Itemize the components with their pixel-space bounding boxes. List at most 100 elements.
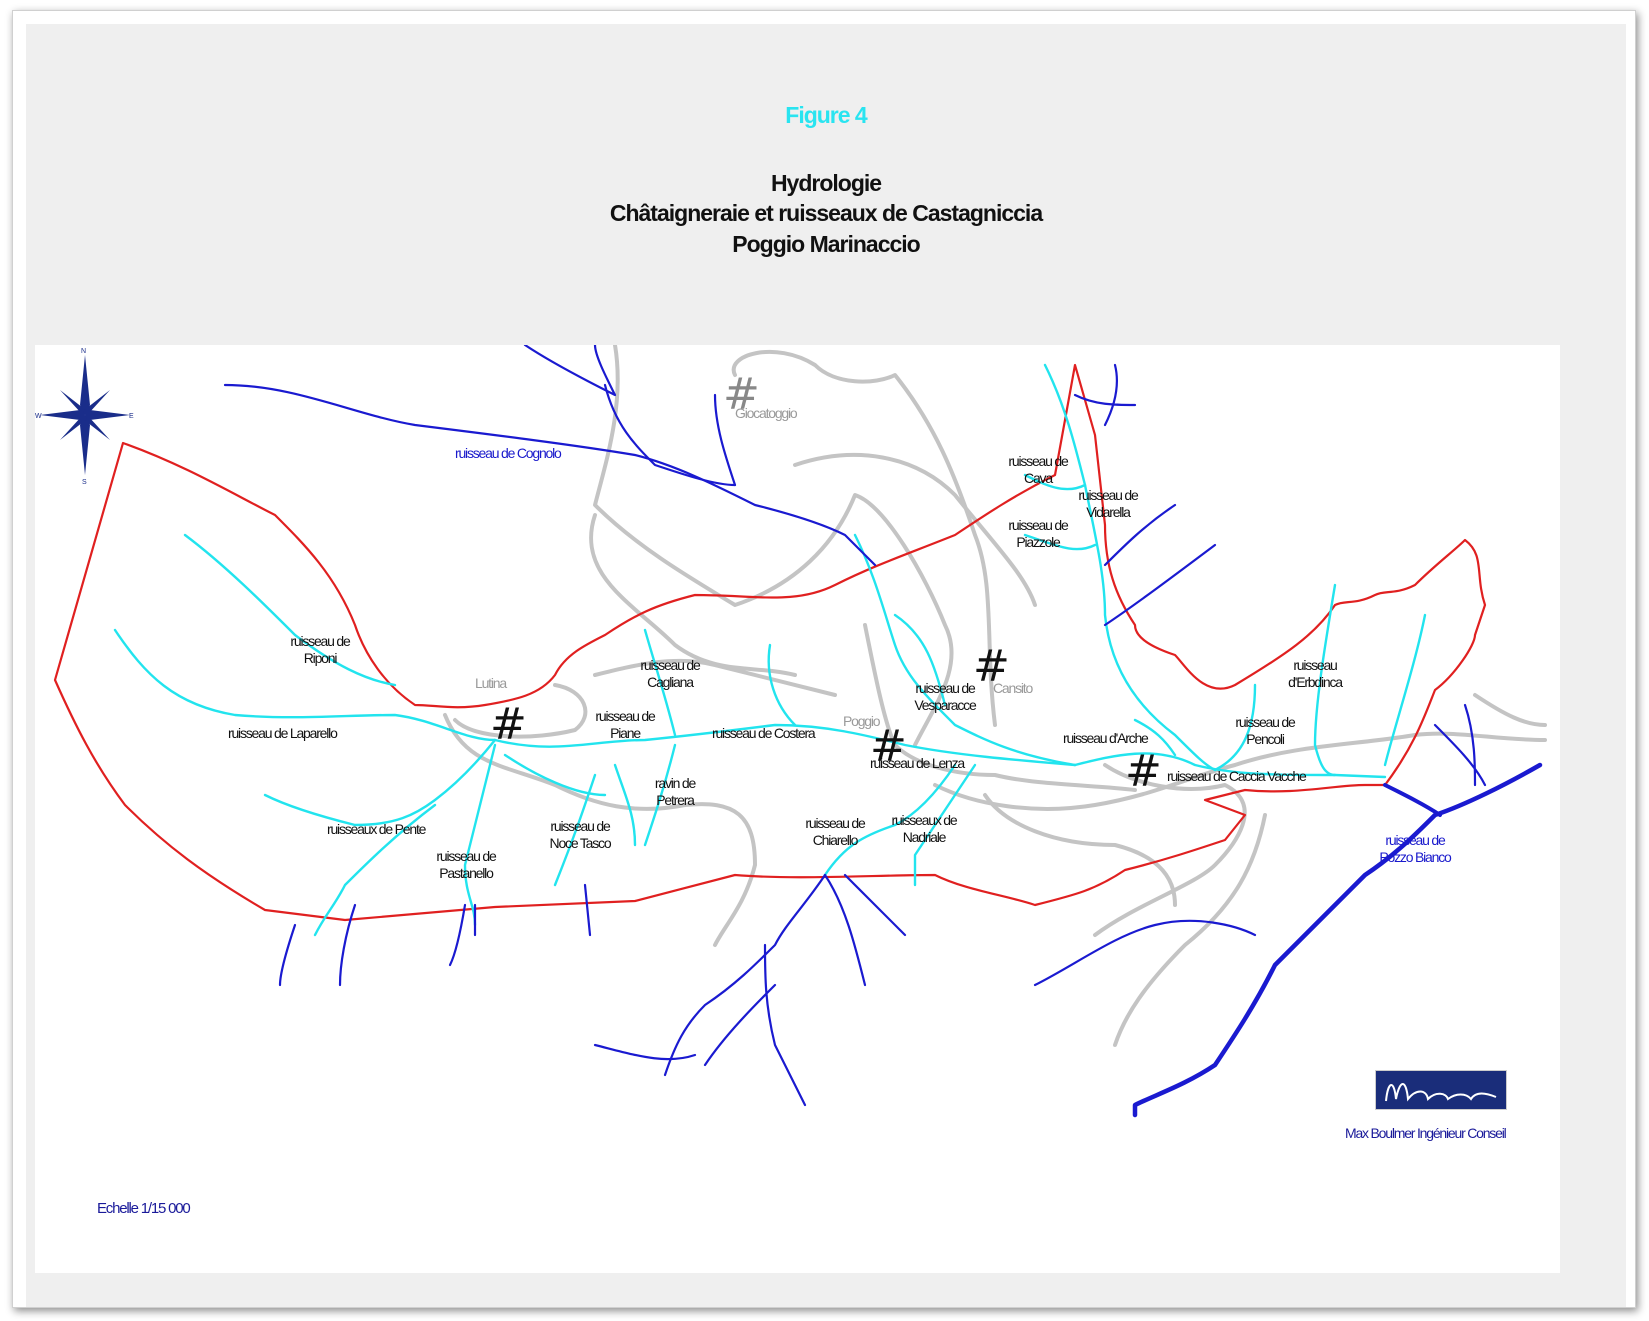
village-marker-icon: # [973, 641, 1010, 692]
stream-label: ruisseaux de Pente [327, 821, 426, 837]
stream [823, 873, 867, 987]
stream-label: ruisseau de Cagliana [640, 657, 700, 690]
stream-label: ruisseau de Piane [595, 708, 655, 741]
compass-w: W [35, 413, 42, 420]
stream-label: ruisseau de Riponi [290, 633, 350, 666]
stream [1043, 363, 1217, 772]
company-credit: Max Boulmer Ingénieur Conseil [1345, 1125, 1507, 1141]
stream-label: ruisseau de Costera [712, 725, 816, 741]
map-header: Figure 4 Hydrologie Châtaigneraie et rui… [26, 24, 1626, 344]
company-logo [1375, 1070, 1507, 1110]
stream [338, 903, 357, 987]
road [593, 658, 837, 697]
stream [1313, 583, 1337, 777]
map-drawing [53, 345, 1547, 1118]
stream [663, 873, 827, 1077]
stream [913, 763, 977, 887]
stream-label: ruisseaux de Nadriale [891, 812, 958, 845]
roads-layer [443, 345, 1547, 1047]
village-label-giocatoggio: Giocatoggio [735, 405, 798, 421]
stream [1383, 783, 1442, 817]
dark-streams-layer [223, 345, 1487, 1107]
stream-label: ruisseau de Lenza [870, 755, 965, 771]
stream [1073, 363, 1137, 427]
logo-mark [1385, 1083, 1497, 1102]
stream [1133, 718, 1177, 757]
compass-n: N [81, 348, 86, 355]
road [983, 793, 1177, 907]
road [793, 453, 1037, 607]
map-canvas: Giocatoggio Lutina Poggio Cansito # # # … [35, 345, 1560, 1273]
commune-boundary [53, 363, 1487, 922]
stream [448, 903, 467, 967]
stream-label: ruisseau de Piazzole [1008, 517, 1068, 550]
stream [703, 983, 777, 1067]
map-title-line-3: Poggio Marinaccio [732, 231, 920, 257]
road [593, 345, 954, 747]
stream [823, 763, 957, 877]
stream [223, 383, 877, 567]
stream [603, 383, 737, 487]
stream [183, 533, 397, 687]
village-marker-icon: # [490, 699, 527, 750]
stream [278, 923, 297, 987]
compass-e: E [129, 413, 134, 420]
scale-text: Echelle 1/15 000 [97, 1200, 191, 1217]
stream-label: ruisseau de Cava [1008, 453, 1068, 486]
stream [523, 345, 617, 397]
stream-label: ravin de Petrera [654, 775, 696, 808]
stream [1023, 533, 1097, 551]
stream-label: ruisseau d'Arche [1063, 730, 1149, 746]
stream-label: ruisseau de Noce Tasco [549, 818, 612, 851]
stream [1213, 683, 1257, 772]
stream-label: ruisseau de Laparello [228, 725, 338, 741]
figure-label: Figure 4 [785, 102, 867, 128]
stream-label: ruisseau de Caccia Vacche [1167, 768, 1307, 784]
stream [1073, 752, 1387, 779]
stream-label: ruisseau de Pozzo Bianco [1379, 832, 1451, 865]
village-marker-icon: # [723, 369, 760, 420]
stream [113, 628, 497, 742]
road [731, 350, 997, 727]
stream [767, 643, 797, 727]
stream [643, 628, 677, 737]
road [453, 683, 588, 739]
stream-label: ruisseau de Cognolo [455, 445, 562, 461]
road [1473, 693, 1547, 727]
road [1093, 763, 1247, 937]
stream-label: ruisseau d'Erbdinca [1288, 657, 1343, 690]
stream-label: ruisseau de Vesparacce [914, 680, 976, 713]
stream-label: ruisseau de Pastanello [436, 848, 496, 881]
road [589, 513, 797, 677]
stream [853, 533, 1077, 767]
stream-label: ruisseau de Vidarella [1078, 487, 1138, 520]
stream [463, 743, 497, 927]
stream-label: ruisseau de Chiarello [805, 815, 865, 848]
compass-rose-icon: N S W E [35, 348, 134, 485]
village-label-poggio: Poggio [843, 713, 881, 729]
road [1113, 813, 1267, 1047]
stream [1103, 543, 1217, 627]
map-title-line-1: Hydrologie [770, 170, 882, 196]
stream [263, 738, 497, 827]
village-label-lutina: Lutina [475, 675, 507, 691]
stream-label: ruisseau de Pencoli [1235, 714, 1295, 747]
light-streams-layer [113, 363, 1427, 937]
stream [613, 763, 637, 847]
road [933, 731, 1547, 811]
village-marker-icon: # [1125, 746, 1162, 797]
stream [1383, 613, 1427, 767]
stream [1433, 703, 1487, 787]
road [443, 713, 757, 947]
boundary-layer [53, 363, 1487, 922]
stream [843, 873, 907, 937]
pozzo-bianco-river [1132, 762, 1543, 1118]
stream [893, 613, 947, 707]
village-label-cansito: Cansito [993, 680, 1033, 696]
stream [503, 753, 607, 797]
stream [763, 943, 807, 1107]
stream [1103, 503, 1177, 567]
stream [313, 803, 437, 937]
stream [583, 883, 592, 937]
stream [643, 743, 677, 847]
